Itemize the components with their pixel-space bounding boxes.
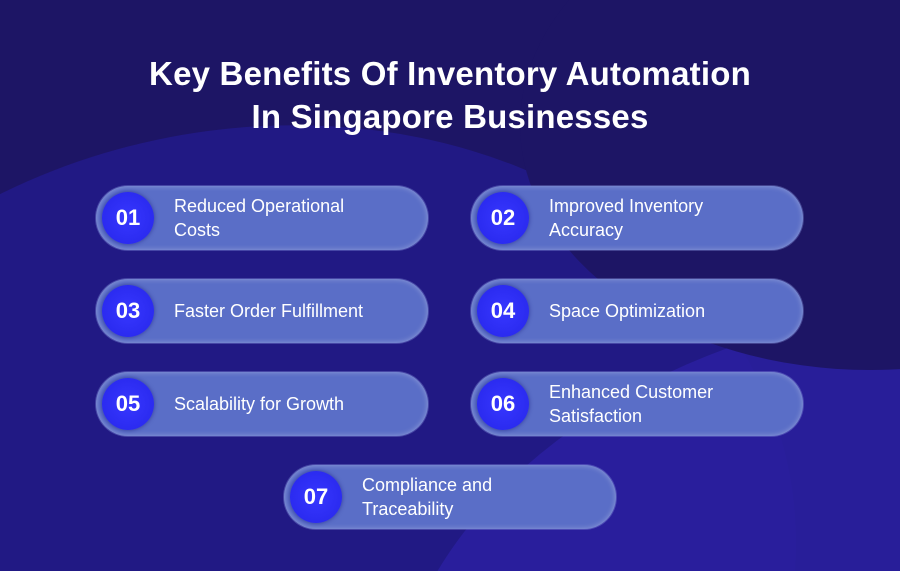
benefit-label: Scalability for Growth <box>174 394 345 414</box>
benefit-label: Reduced Operational Costs <box>174 196 345 240</box>
number-badge: 01 <box>102 192 154 244</box>
benefit-card-06: 06 Enhanced Customer Satisfaction <box>471 372 803 436</box>
number-badge: 06 <box>477 378 529 430</box>
benefit-label: Faster Order Fulfillment <box>174 301 364 321</box>
page-title: Key Benefits Of Inventory Automation In … <box>0 52 900 138</box>
benefit-card-01: 01 Reduced Operational Costs <box>96 186 428 250</box>
benefit-card-07: 07 Compliance and Traceability <box>284 465 616 529</box>
benefit-label: Enhanced Customer Satisfaction <box>549 382 714 426</box>
title-line-2: In Singapore Businesses <box>251 98 649 135</box>
benefit-card-03: 03 Faster Order Fulfillment <box>96 279 428 343</box>
benefit-label: Space Optimization <box>549 301 706 321</box>
benefit-label: Improved Inventory Accuracy <box>549 196 704 240</box>
number-badge: 05 <box>102 378 154 430</box>
benefit-label: Compliance and Traceability <box>362 475 493 519</box>
number-badge: 07 <box>290 471 342 523</box>
number-badge: 02 <box>477 192 529 244</box>
number-badge: 03 <box>102 285 154 337</box>
benefit-card-04: 04 Space Optimization <box>471 279 803 343</box>
title-line-1: Key Benefits Of Inventory Automation <box>149 55 751 92</box>
benefit-card-05: 05 Scalability for Growth <box>96 372 428 436</box>
number-badge: 04 <box>477 285 529 337</box>
benefit-card-02: 02 Improved Inventory Accuracy <box>471 186 803 250</box>
